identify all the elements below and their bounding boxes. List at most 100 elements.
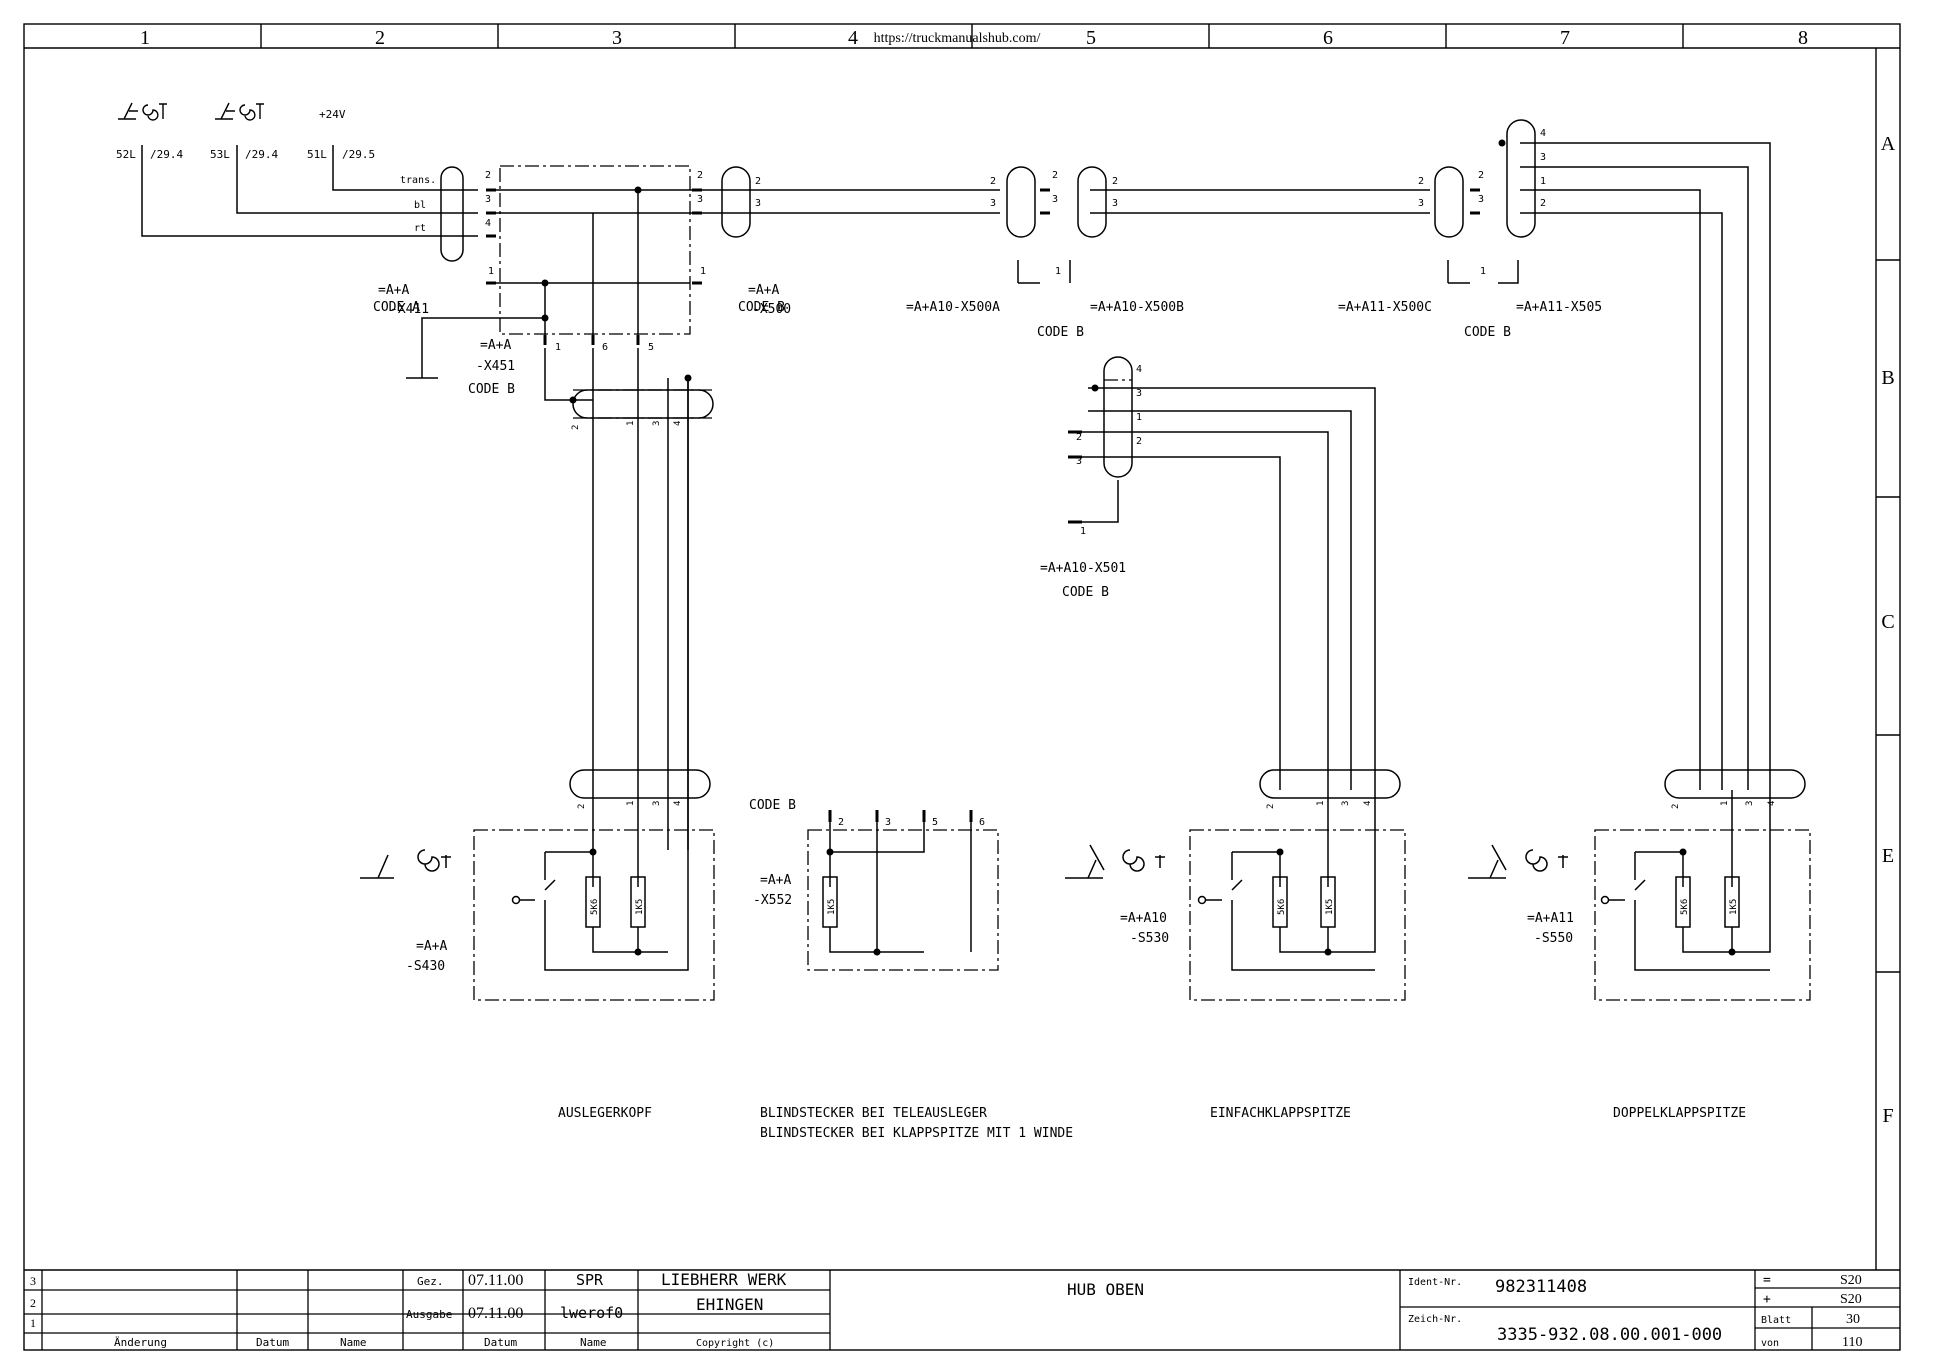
col-name: Name [580,1336,607,1349]
x500c-designation: =A+A11-X500C [1338,300,1432,315]
wire-number: 51L [307,148,327,161]
drawing-title: HUB OBEN [1067,1280,1144,1299]
cross-reference: /29.4 [245,148,278,161]
resistor-label: 1K5 [1729,899,1739,915]
resistor-values: 5K6 1K5 1K5 5K6 1K5 5K6 1K5 [590,899,1739,915]
svg-text:5: 5 [648,342,654,353]
x411-code: CODE A [373,300,420,315]
column-number: 1 [140,27,150,49]
revision-index: 1 [30,1316,36,1330]
svg-text:1: 1 [626,801,636,806]
svg-text:1: 1 [555,342,561,353]
x411-designation: =A+A [378,283,409,298]
x552-code: CODE B [749,798,796,813]
column-numbers: 1 2 3 4 5 6 7 8 [140,27,1808,49]
svg-text:6: 6 [602,342,608,353]
svg-text:2: 2 [1671,804,1681,809]
x501-designation: =A+A10-X501 [1040,561,1126,576]
blind-plug-x552 [822,822,972,953]
x505-designation: =A+A11-X505 [1516,300,1602,315]
wire-number: 52L [116,148,136,161]
rev-header-name: Name [340,1336,367,1349]
x451-code: CODE B [468,382,515,397]
svg-text:5: 5 [932,817,938,828]
lift-switch-symbol [215,102,264,121]
s430-tag: -S430 [406,959,445,974]
svg-text:3: 3 [1341,801,1351,806]
svg-text:4: 4 [673,801,683,806]
ausgabe-label: Ausgabe [406,1308,452,1321]
eq-sign: = [1763,1273,1771,1288]
svg-text:2: 2 [1540,198,1546,209]
cross-reference: /29.5 [342,148,375,161]
rev-header-change: Änderung [114,1336,167,1349]
revision-index: 3 [30,1274,36,1288]
caption-einfachklappspitze: EINFACHKLAPPSPITZE [1210,1106,1351,1121]
svg-text:3: 3 [1745,801,1755,806]
resistor-label: 5K6 [1277,899,1287,915]
x500a-designation: =A+A10-X500A [906,300,1000,315]
svg-text:2: 2 [1112,176,1118,187]
wire-color-label: rt [414,223,426,234]
x505-code: CODE B [1464,325,1511,340]
x500-designation: =A+A [748,283,779,298]
wire-color-label: bl [414,200,426,211]
svg-text:2: 2 [485,170,491,181]
svg-text:4: 4 [485,218,491,229]
x451-tag: -X451 [476,359,515,374]
component-labels: =A+A -X411 CODE A =A+A -X451 CODE B =A+A… [373,283,1602,974]
svg-text:2: 2 [1266,804,1276,809]
x552-designation: =A+A [760,873,791,888]
svg-text:3: 3 [1540,152,1546,163]
x500-tag: -X500 [752,302,791,317]
svg-text:4: 4 [1767,801,1777,806]
svg-text:2: 2 [1478,170,1484,181]
resistor-label: 1K5 [1325,899,1335,915]
row-letter: C [1881,611,1894,633]
svg-text:1: 1 [488,266,494,277]
svg-text:2: 2 [1136,436,1142,447]
svg-text:1: 1 [1540,176,1546,187]
svg-text:3: 3 [885,817,891,828]
svg-text:1: 1 [1080,526,1086,537]
svg-text:1: 1 [1480,266,1486,277]
svg-text:3: 3 [1418,198,1424,209]
column-number: 3 [612,27,622,49]
svg-text:3: 3 [755,198,761,209]
column-number: 7 [1560,27,1570,49]
supply-labels: +24V 52L /29.4 53L /29.4 51L /29.5 trans… [116,108,436,234]
device-s550-internals [1468,790,1771,971]
company-line2: EHINGEN [696,1295,763,1314]
svg-text:4: 4 [1540,128,1546,139]
caption-blindstecker-2: BLINDSTECKER BEI KLAPPSPITZE MIT 1 WINDE [760,1126,1073,1141]
svg-text:3: 3 [652,801,662,806]
gez-name: SPR [576,1271,604,1289]
x451-designation: =A+A [480,338,511,353]
x411-tag: -X411 [390,302,429,317]
sheet-frame [23,23,1901,1351]
plus-sign: + [1763,1292,1771,1307]
svg-text:1: 1 [1136,412,1142,423]
wire-number: 53L [210,148,230,161]
resistor-label: 1K5 [827,899,837,915]
gez-label: Gez. [417,1275,444,1288]
column-number: 5 [1086,27,1096,49]
plus-value: S20 [1840,1292,1862,1307]
s550-tag: -S550 [1534,931,1573,946]
caption-blindstecker-1: BLINDSTECKER BEI TELEAUSLEGER [760,1106,987,1121]
drawing-number: 3335-932.08.00.001-000 [1497,1325,1722,1345]
watermark-url: https://truckmanualshub.com/ [874,31,1041,46]
x501-code: CODE B [1062,585,1109,600]
svg-text:6: 6 [979,817,985,828]
svg-text:2: 2 [1052,170,1058,181]
row-letter: B [1881,367,1894,389]
title-block-text: 3 2 1 Änderung Datum Name Gez. 07.11.00 … [30,1270,1862,1350]
row-letter: E [1882,845,1894,867]
blatt-label: Blatt [1761,1315,1791,1326]
eq-value: S20 [1840,1273,1862,1288]
column-number: 8 [1798,27,1808,49]
section-captions: AUSLEGERKOPF BLINDSTECKER BEI TELEAUSLEG… [558,1106,1746,1141]
resistor-label: 1K5 [635,899,645,915]
